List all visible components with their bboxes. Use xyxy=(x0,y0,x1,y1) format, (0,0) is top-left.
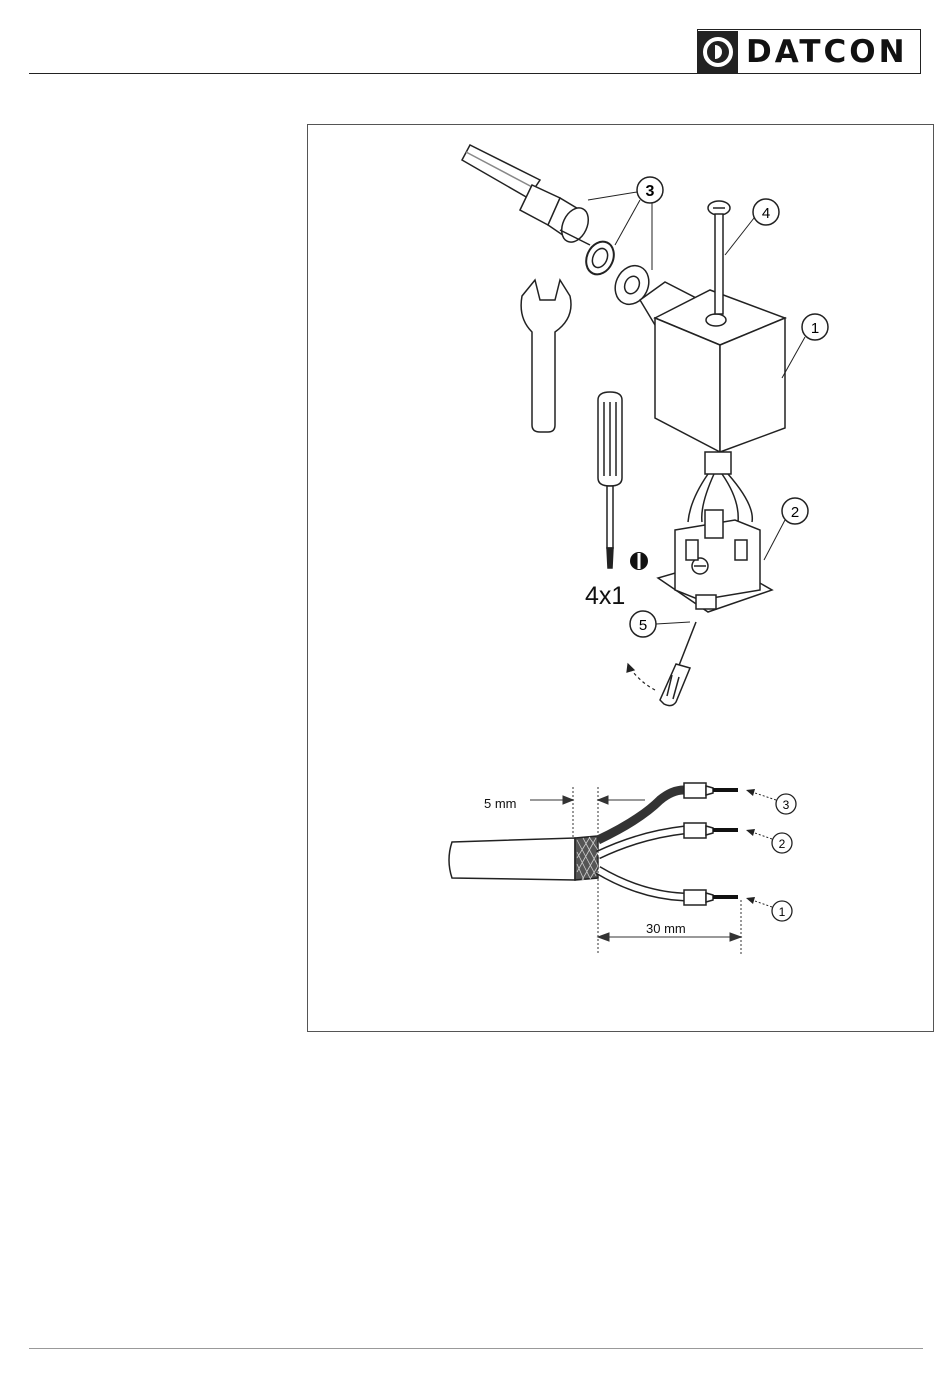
screwdriver-icon xyxy=(598,392,622,568)
svg-text:2: 2 xyxy=(791,504,799,521)
strip-length-label: 5 mm xyxy=(484,796,517,811)
footer-rule xyxy=(29,1348,923,1349)
svg-text:5: 5 xyxy=(639,617,647,634)
lead-length-label: 30 mm xyxy=(646,921,686,936)
wrench-icon xyxy=(521,280,571,432)
terminal-insert-icon xyxy=(658,510,772,612)
wire-callout-1: 1 xyxy=(746,897,792,921)
svg-text:3: 3 xyxy=(783,798,790,812)
tool-size-label: 4x1 xyxy=(585,582,625,610)
svg-text:2: 2 xyxy=(779,837,786,851)
rotation-arrow-icon xyxy=(627,664,655,690)
cable-gland-icon xyxy=(520,185,593,246)
svg-text:1: 1 xyxy=(811,320,819,337)
svg-text:1: 1 xyxy=(779,905,786,919)
cable-icon xyxy=(462,145,540,198)
slotted-screw-symbol-icon xyxy=(630,552,648,570)
svg-text:4: 4 xyxy=(762,205,770,222)
wire-callout-2: 2 xyxy=(746,829,792,853)
callout-1: 1 xyxy=(782,314,828,378)
wire-callout-3: 3 xyxy=(746,789,796,814)
callout-2: 2 xyxy=(764,498,808,560)
callout-5: 5 xyxy=(630,611,690,637)
callout-4: 4 xyxy=(725,199,779,255)
svg-text:3: 3 xyxy=(646,183,655,200)
small-screwdriver-icon xyxy=(660,622,696,706)
